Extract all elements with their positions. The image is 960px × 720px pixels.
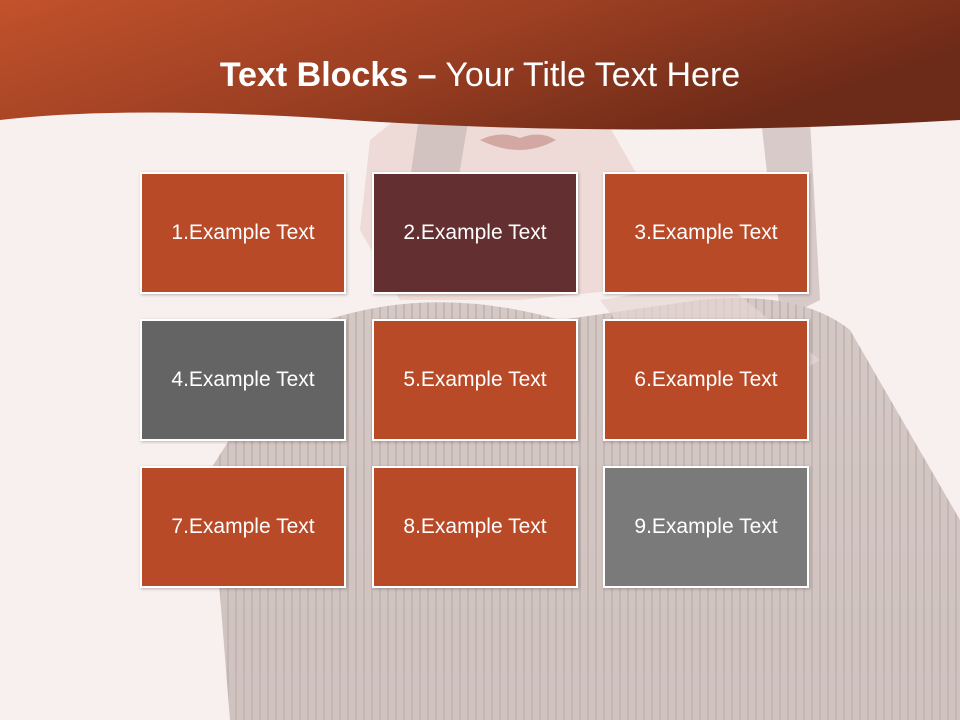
text-block-label: 6.Example Text — [634, 368, 778, 391]
text-block-3: 3.Example Text — [603, 172, 809, 294]
text-block-8: 8.Example Text — [372, 466, 578, 588]
title-dash: – — [417, 56, 437, 94]
title-bold-part: Text Blocks — [219, 56, 409, 94]
text-block-label: 7.Example Text — [171, 515, 315, 538]
text-block-5: 5.Example Text — [372, 319, 578, 441]
text-block-9: 9.Example Text — [603, 466, 809, 588]
text-block-label: 4.Example Text — [171, 368, 315, 391]
slide-title: Text Blocks – Your Title Text Here — [0, 52, 960, 98]
text-block-4: 4.Example Text — [140, 319, 346, 441]
text-block-label: 1.Example Text — [171, 221, 315, 244]
text-block-label: 9.Example Text — [634, 515, 778, 538]
title-rest: Your Title Text Here — [445, 56, 741, 94]
text-block-label: 3.Example Text — [634, 221, 778, 244]
text-block-label: 8.Example Text — [403, 515, 547, 538]
text-block-label: 5.Example Text — [403, 368, 547, 391]
text-block-1: 1.Example Text — [140, 172, 346, 294]
text-block-2: 2.Example Text — [372, 172, 578, 294]
text-block-label: 2.Example Text — [403, 221, 547, 244]
text-block-6: 6.Example Text — [603, 319, 809, 441]
text-block-7: 7.Example Text — [140, 466, 346, 588]
